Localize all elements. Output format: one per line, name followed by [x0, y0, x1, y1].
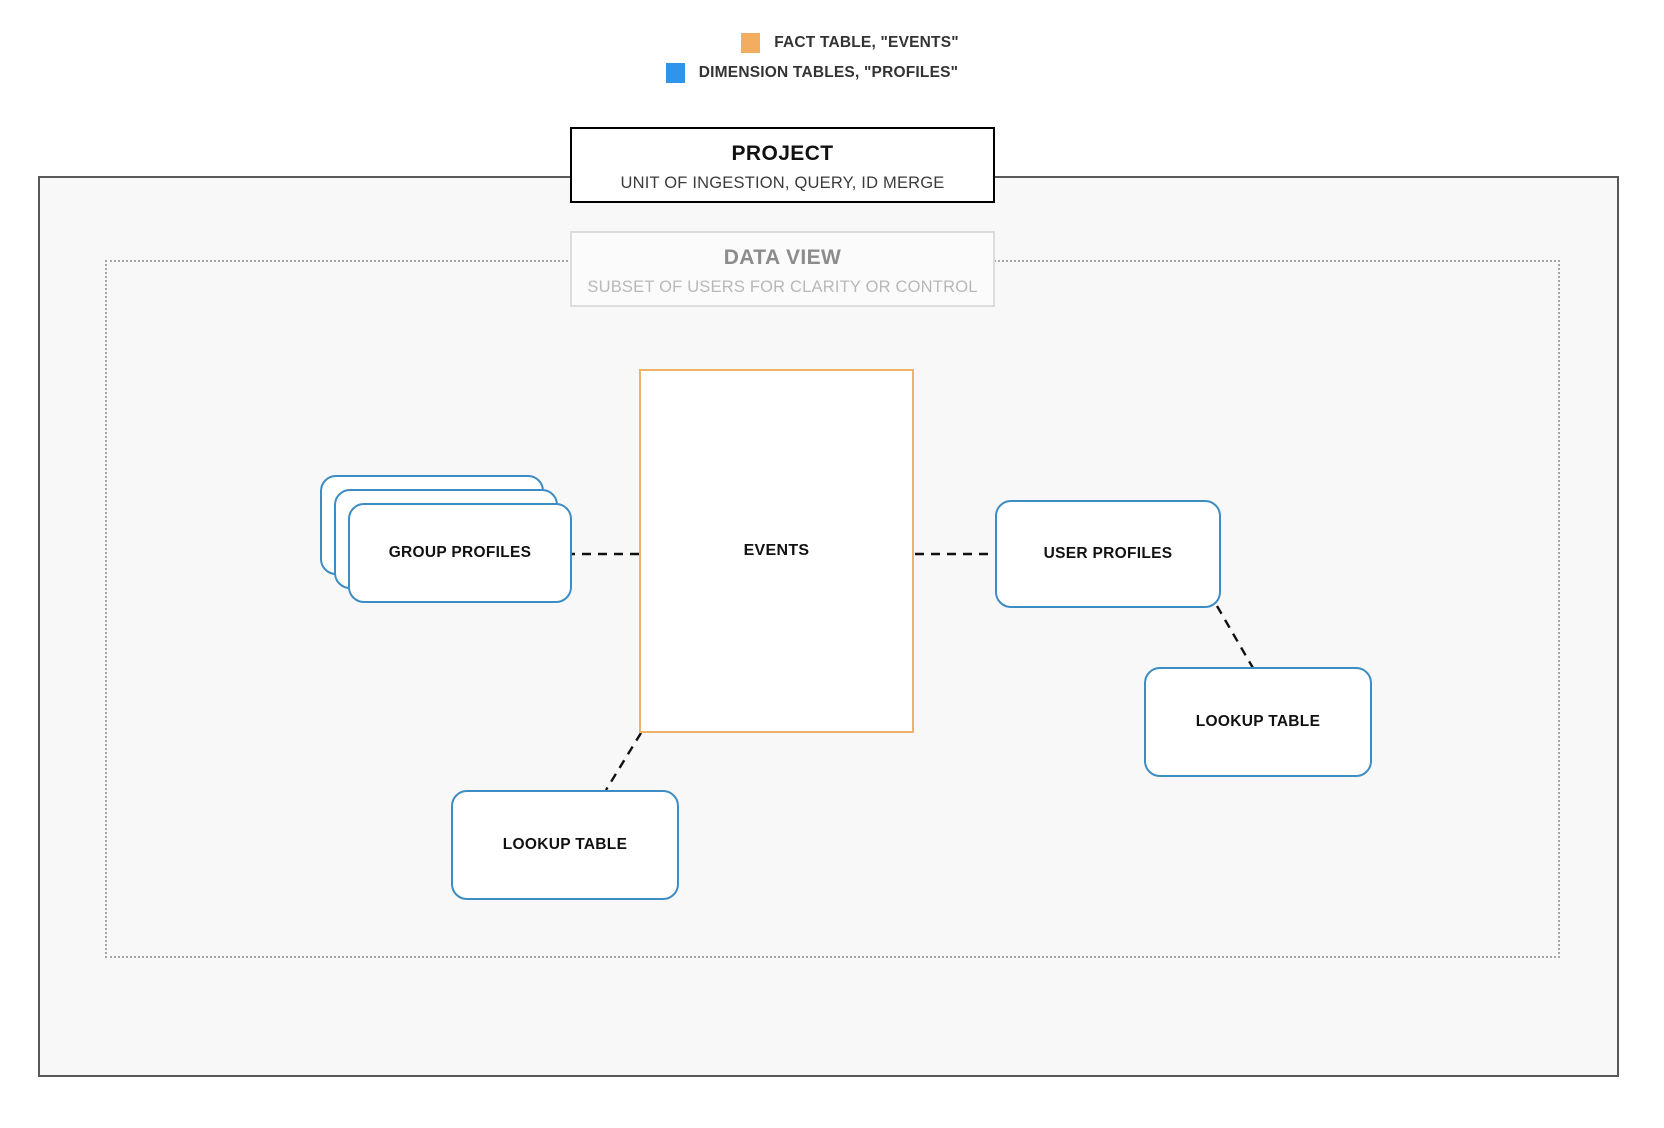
- legend-item-dimension-tables: DIMENSION TABLES, "PROFILES": [0, 58, 1664, 88]
- project-title: PROJECT: [731, 142, 834, 165]
- data-view-subtitle: SUBSET OF USERS FOR CLARITY OR CONTROL: [587, 278, 978, 296]
- project-card: PROJECT UNIT OF INGESTION, QUERY, ID MER…: [570, 127, 995, 203]
- lookup-table-right-node[interactable]: LOOKUP TABLE: [1144, 667, 1372, 777]
- blue-square-swatch: [665, 63, 685, 83]
- user-profiles-node[interactable]: USER PROFILES: [995, 500, 1221, 608]
- data-view-title: DATA VIEW: [723, 246, 842, 269]
- lookup-table-left-node[interactable]: LOOKUP TABLE: [451, 790, 679, 900]
- group-profiles-node[interactable]: GROUP PROFILES: [320, 475, 580, 610]
- user-profiles-node-label: USER PROFILES: [1043, 545, 1173, 562]
- lookup-table-left-node-label: LOOKUP TABLE: [502, 836, 628, 853]
- data-view-card: DATA VIEW SUBSET OF USERS FOR CLARITY OR…: [570, 231, 995, 307]
- group-profiles-card-front[interactable]: GROUP PROFILES: [348, 503, 572, 603]
- lookup-table-right-node-label: LOOKUP TABLE: [1195, 713, 1321, 730]
- legend-item-fact-table: FACT TABLE, "EVENTS": [0, 28, 1664, 58]
- events-node-label: EVENTS: [743, 542, 810, 559]
- orange-square-swatch: [741, 33, 761, 53]
- events-node[interactable]: EVENTS: [639, 369, 914, 733]
- legend-item-dimension-tables-label: DIMENSION TABLES, "PROFILES": [698, 64, 959, 81]
- legend: FACT TABLE, "EVENTS" DIMENSION TABLES, "…: [0, 28, 1664, 88]
- project-subtitle: UNIT OF INGESTION, QUERY, ID MERGE: [620, 174, 945, 192]
- legend-item-fact-table-label: FACT TABLE, "EVENTS": [774, 34, 959, 51]
- group-profiles-node-label: GROUP PROFILES: [388, 544, 532, 561]
